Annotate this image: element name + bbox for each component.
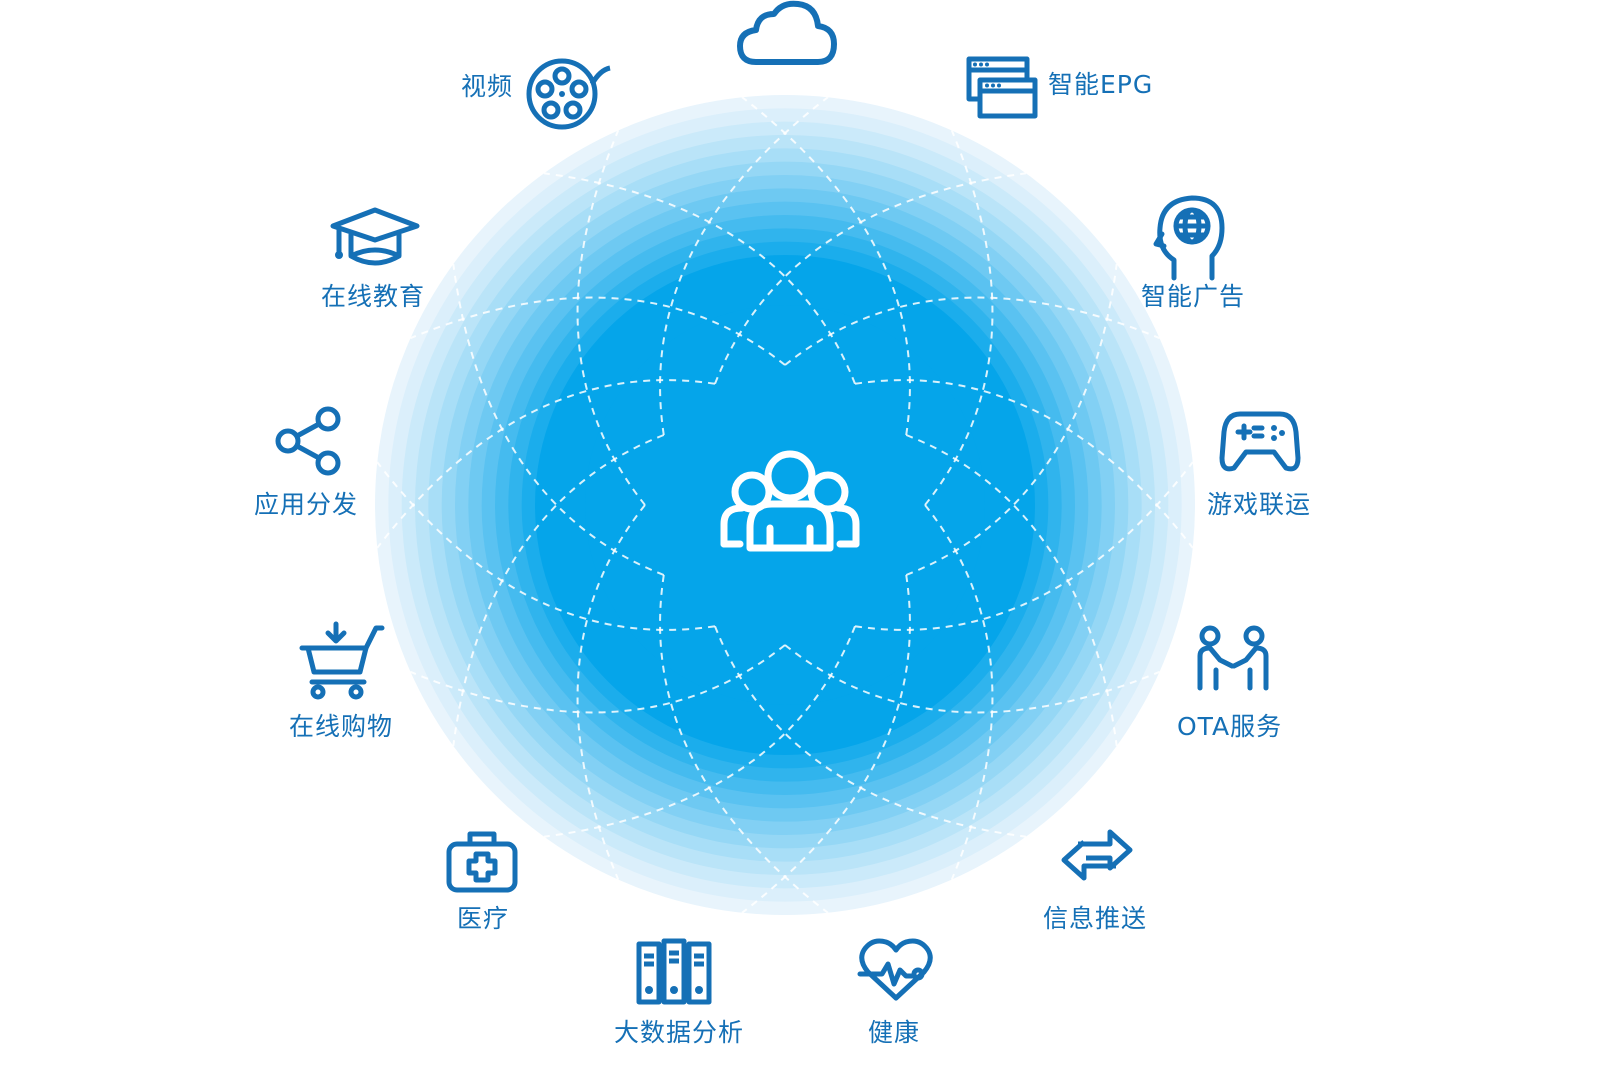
graduation-cap-icon (329, 206, 421, 270)
swap-arrows-icon (1058, 820, 1136, 890)
gamepad-icon (1219, 410, 1301, 474)
medical-label: 医疗 (457, 904, 510, 933)
star-dash-line (410, 296, 786, 366)
star-dash-line (576, 504, 646, 880)
shopping-label: 在线购物 (289, 712, 394, 741)
star-dash-line (543, 172, 856, 385)
push-node (1058, 820, 1136, 890)
star-dash-line (576, 130, 646, 506)
ota-label: OTA服务 (1177, 712, 1283, 741)
games-node (1219, 410, 1301, 474)
star-dash-line (905, 263, 1118, 576)
star-dash-line (376, 379, 716, 549)
video-node (526, 56, 616, 132)
cloud-node (737, 0, 838, 68)
epg-label: 智能EPG (1048, 70, 1154, 99)
star-dash-line (784, 644, 1160, 714)
medical-kit-icon (446, 830, 518, 894)
games-label: 游戏联运 (1207, 490, 1312, 519)
apps-node (274, 406, 344, 476)
education-node (329, 206, 421, 270)
star-dash-line (854, 379, 1194, 549)
star-dash-line (924, 130, 994, 506)
star-dash-line (659, 574, 829, 914)
star-dash-line (905, 434, 1118, 747)
user-group-icon (720, 450, 860, 552)
head-globe-icon (1153, 194, 1226, 281)
apps-label: 应用分发 (254, 490, 359, 519)
star-dash-line (376, 461, 716, 631)
star-dash-line (659, 96, 829, 436)
share-icon (274, 406, 344, 476)
ads-node (1153, 194, 1226, 281)
star-dash-line (741, 574, 911, 914)
health-label: 健康 (868, 1018, 921, 1047)
star-dash-line (452, 434, 665, 747)
server-rack-icon (636, 938, 712, 1006)
star-dash-line (714, 625, 1027, 838)
education-label: 在线教育 (321, 282, 426, 311)
star-dash-line (714, 172, 1027, 385)
epg-node (966, 56, 1038, 120)
film-reel-icon (526, 56, 616, 132)
star-dash-line (924, 504, 994, 880)
push-label: 信息推送 (1043, 904, 1148, 933)
video-label: 视频 (461, 72, 514, 101)
shopping-cart-icon (299, 620, 385, 700)
star-dash-line (854, 461, 1194, 631)
health-node (857, 936, 934, 1002)
bigdata-node (636, 938, 712, 1006)
ads-label: 智能广告 (1141, 282, 1246, 311)
cloud-icon (737, 0, 838, 68)
star-dash-line (543, 625, 856, 838)
star-dash-line (741, 96, 911, 436)
shopping-node (299, 620, 385, 700)
windows-icon (966, 56, 1038, 120)
bigdata-label: 大数据分析 (614, 1018, 745, 1047)
dashed-star-pattern (376, 96, 1194, 914)
medical-node (446, 830, 518, 894)
star-dash-line (784, 296, 1160, 366)
heartbeat-icon (857, 936, 934, 1002)
ota-node (1196, 625, 1270, 692)
star-dash-line (452, 263, 665, 576)
handshake-icon (1196, 625, 1270, 692)
star-dash-line (410, 644, 786, 714)
